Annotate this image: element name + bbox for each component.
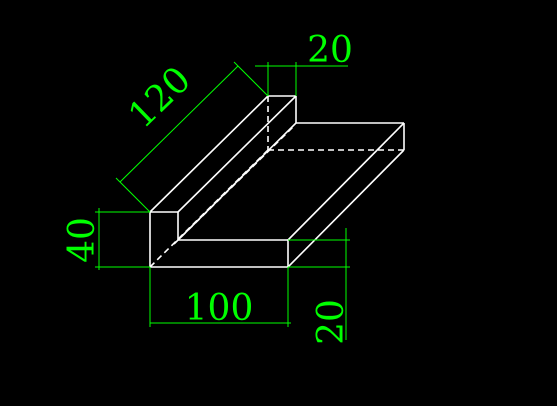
hidden-back-diagonal xyxy=(149,149,269,268)
flange-bottom-front-edge xyxy=(287,149,405,268)
dim-100-text: 100 xyxy=(185,288,254,329)
hidden-weld-line xyxy=(173,125,295,245)
dim-120-ext-front xyxy=(115,177,151,213)
dim-20-top-text: 20 xyxy=(307,30,353,71)
dim-40-text: 40 xyxy=(62,217,103,263)
leg-top-front-edge xyxy=(149,95,269,213)
flange-top-front-edge xyxy=(287,122,405,241)
hidden-lines xyxy=(149,96,404,268)
dim-120-ext-back xyxy=(233,61,269,97)
dim-120-line xyxy=(119,65,239,183)
dim-20-right-text: 20 xyxy=(311,299,352,345)
dimension-lines xyxy=(95,61,350,340)
leg-top-inner-edge xyxy=(177,95,297,213)
